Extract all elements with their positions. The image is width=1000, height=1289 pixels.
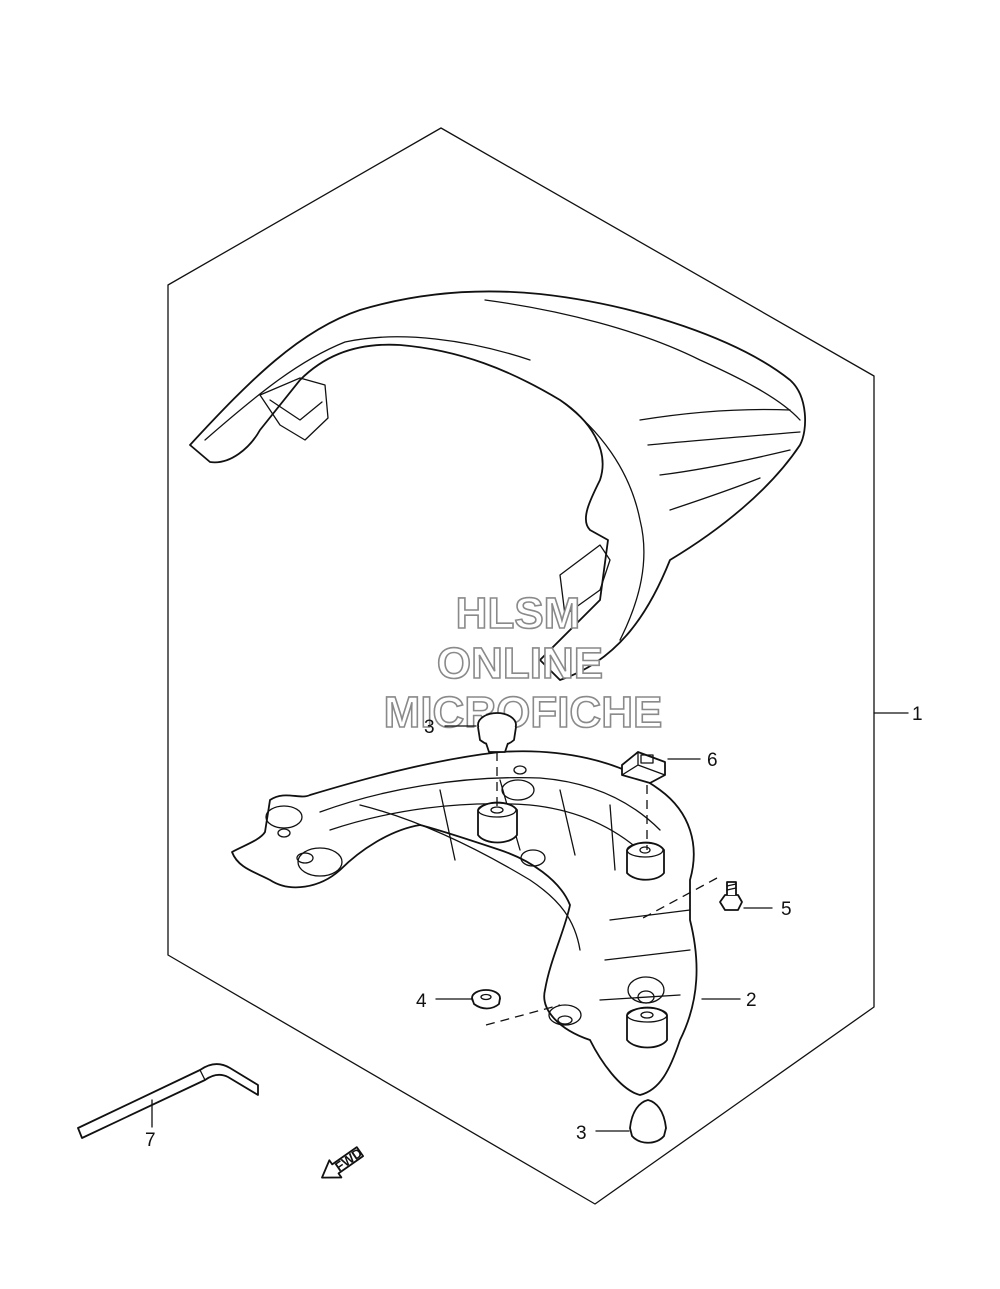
callout-3-top: 3 — [424, 717, 435, 738]
carrier-bracket — [231, 750, 698, 1096]
callout-2: 2 — [746, 990, 757, 1011]
hex-wrench — [77, 1063, 259, 1139]
bolt — [719, 881, 743, 911]
bracket-boss — [477, 801, 668, 1049]
callout-6: 6 — [707, 750, 718, 771]
leader-lines — [151, 712, 909, 1132]
cushion-top — [477, 712, 517, 753]
cushion-bottom — [629, 1099, 667, 1144]
leader-dash-bolt — [642, 877, 718, 919]
watermark-line-3: MICROFICHE — [384, 688, 663, 737]
clip-nut — [621, 751, 666, 784]
callout-3-bottom: 3 — [576, 1123, 587, 1144]
assembly-outline — [167, 127, 875, 1205]
leader-dash-grommet — [485, 1004, 561, 1026]
fwd-arrow: FWD — [321, 1145, 365, 1179]
seat-cowl — [189, 290, 806, 681]
callout-4: 4 — [416, 991, 427, 1012]
watermark: HLSM ONLINE MICROFICHE — [383, 588, 663, 738]
watermark-line-2: ONLINE — [437, 639, 603, 688]
watermark-line-1: HLSM — [456, 589, 581, 638]
callout-5: 5 — [781, 899, 792, 920]
callout-7: 7 — [145, 1130, 156, 1151]
grommet — [471, 989, 501, 1010]
fwd-label: FWD — [332, 1145, 365, 1174]
callout-1: 1 — [912, 704, 923, 725]
